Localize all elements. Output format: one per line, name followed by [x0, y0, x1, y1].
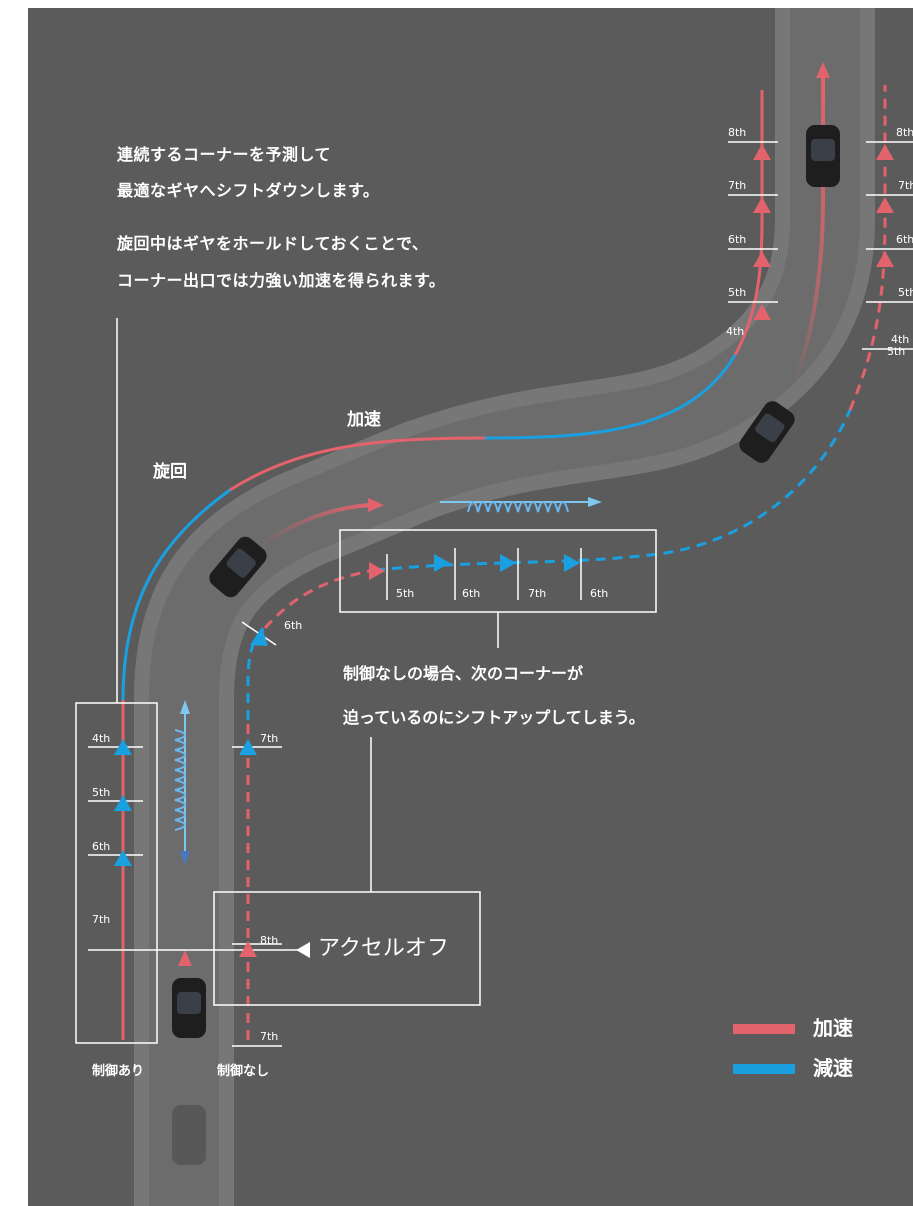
gear-label: 7th [260, 732, 279, 745]
legend-label-decel: 減速 [813, 1056, 853, 1080]
gear-label: 7th [528, 587, 547, 600]
downshift-markers [114, 554, 580, 866]
vibration-coil-horizontal [467, 501, 569, 513]
gear-label: 4th [92, 732, 111, 745]
note-line-1: 制御なしの場合、次のコーナーが [343, 664, 584, 683]
accel-off-pointer [296, 942, 310, 958]
upshift-markers [239, 144, 894, 957]
accel-off-box [213, 891, 481, 1006]
gear-label: 5th [887, 345, 906, 358]
exit-arrow-head [816, 62, 830, 78]
gear-label: 5th [898, 286, 913, 299]
with-control-path-turn-accel [229, 436, 486, 492]
intro-line-2: 最適なギヤへシフトダウンします。 [117, 181, 380, 200]
exit-arrow-shaft [793, 75, 825, 381]
legend-label-accel: 加速 [813, 1016, 853, 1040]
gear-label: 6th [728, 233, 747, 246]
turn-arrow-head [368, 498, 384, 512]
without-control-label: 制御なし [217, 1064, 270, 1079]
with-control-path-exit-accel [733, 90, 764, 356]
gear-label: 4th [726, 325, 745, 338]
with-control-path-decel [121, 488, 231, 701]
with-control-label: 制御あり [92, 1064, 145, 1079]
gear-label: 4th [891, 333, 910, 346]
gear-label: 6th [590, 587, 609, 600]
without-control-path-turn [263, 568, 376, 629]
without-control-path-exit [848, 85, 887, 411]
note-line-2: 迫っているのにシフトアップしてしまう。 [343, 708, 645, 727]
gear-label: 7th [92, 913, 111, 926]
intro-line-3: 旋回中はギヤをホールドしておくことで、 [117, 234, 429, 253]
without-control-path-shift [374, 409, 852, 572]
car-icon [172, 978, 206, 1038]
vibration-arrow-down [180, 851, 190, 865]
road-surface [149, 8, 860, 1206]
vibration-arrow-right [588, 497, 602, 507]
accel-off-label: アクセルオフ [318, 936, 449, 961]
start-arrow-head [178, 950, 192, 966]
with-control-path-exit-decel [484, 354, 737, 440]
gear-label: 8th [260, 934, 279, 947]
gear-label: 7th [260, 1030, 279, 1043]
gear-label: 5th [92, 786, 111, 799]
intro-line-4: コーナー出口では力強い加速を得られます。 [117, 271, 446, 290]
intro-line-1: 連続するコーナーを予測して [117, 145, 332, 164]
gear-label: 6th [92, 840, 111, 853]
vibration-coil-vertical [174, 729, 186, 831]
gear-ticks [88, 141, 913, 1047]
gear-label: 7th [728, 179, 747, 192]
phase-label-accelerating: 加速 [347, 410, 381, 430]
gear-label: 5th [728, 286, 747, 299]
legend-swatch-accel [733, 1024, 795, 1034]
legend-swatch-decel [733, 1064, 795, 1074]
car-turning-icon [209, 536, 267, 598]
phase-label-turning: 旋回 [153, 462, 187, 482]
car-final-icon [806, 125, 840, 187]
gear-label: 6th [896, 233, 913, 246]
gear-label: 6th [284, 619, 303, 632]
vibration-arrow-up [180, 700, 190, 714]
gear-label: 6th [462, 587, 481, 600]
turn-arrow-shaft [258, 503, 371, 547]
car-ghost-icon [172, 1105, 206, 1165]
gear-label: 7th [898, 179, 913, 192]
gear-label: 5th [396, 587, 415, 600]
gear-label: 8th [728, 126, 747, 139]
car-exit-icon [739, 401, 795, 463]
gear-label: 8th [896, 126, 913, 139]
